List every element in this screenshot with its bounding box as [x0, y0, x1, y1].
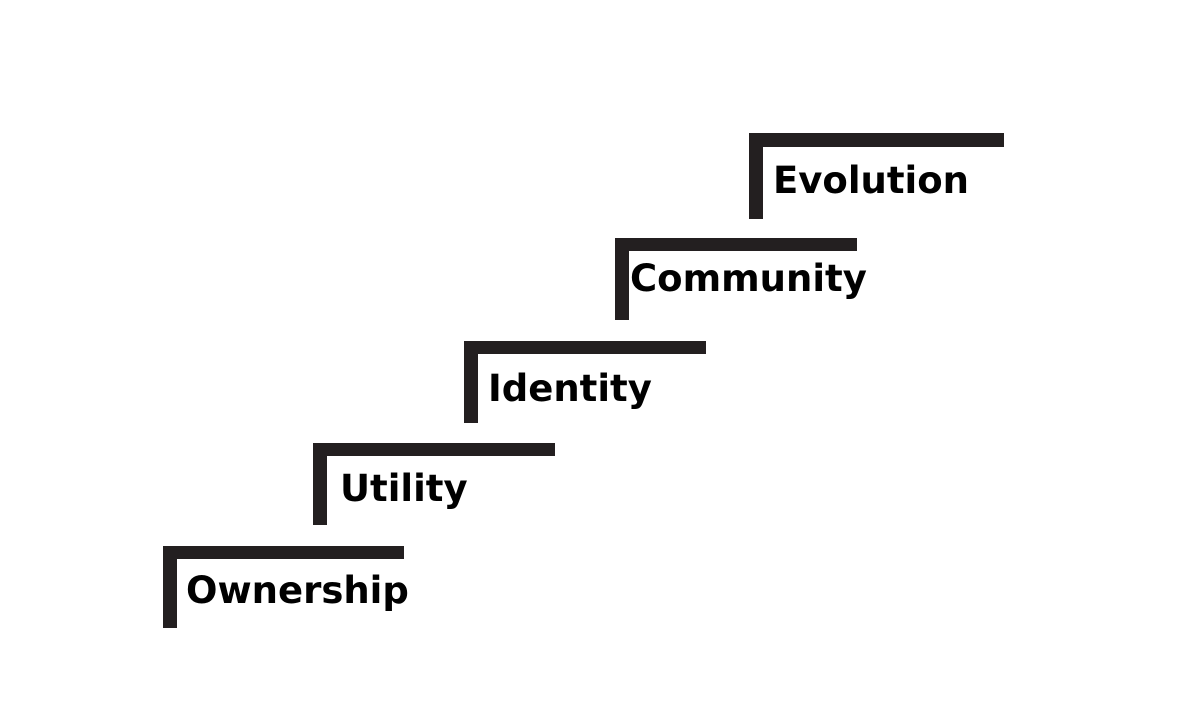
- step-label: Identity: [488, 367, 652, 410]
- step-tread: [615, 238, 857, 251]
- step-tread: [464, 341, 706, 354]
- step-tread: [313, 443, 555, 456]
- step-tread: [163, 546, 404, 559]
- step-riser: [163, 546, 177, 628]
- step-label: Evolution: [773, 159, 969, 202]
- step-riser: [749, 133, 763, 219]
- step-riser: [313, 443, 327, 525]
- step-tread: [749, 133, 1004, 147]
- step-label: Utility: [340, 467, 468, 510]
- step-label: Ownership: [186, 569, 409, 612]
- step-label: Community: [630, 257, 867, 300]
- step-riser: [464, 341, 478, 423]
- step-riser: [615, 238, 629, 320]
